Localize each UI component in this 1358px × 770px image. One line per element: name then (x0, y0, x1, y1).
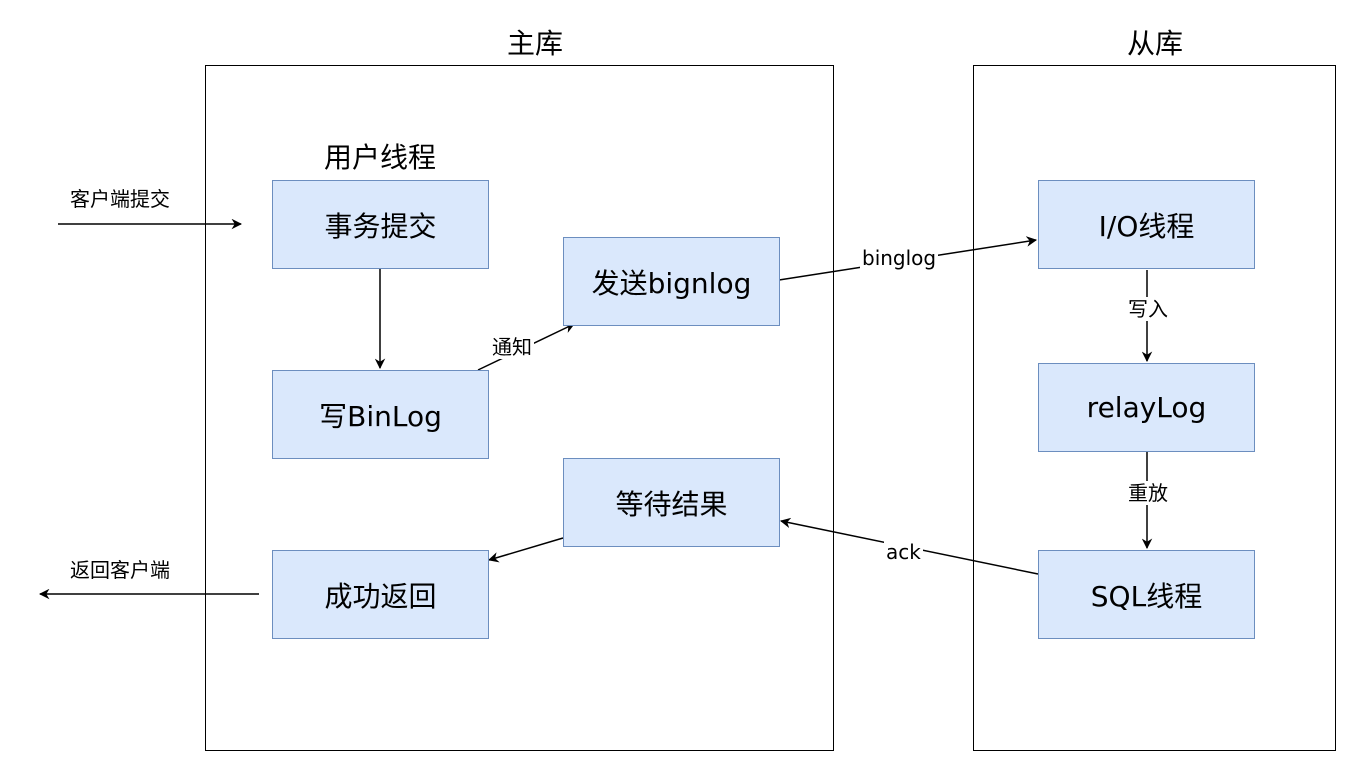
wait-to-success-arrow (487, 537, 564, 563)
io-thread-node: I/O线程 (1038, 180, 1255, 269)
send-binlog-node: 发送bignlog (563, 237, 780, 326)
replay-label: 重放 (1126, 481, 1170, 505)
write-binlog-node: 写BinLog (272, 370, 489, 459)
slave-title: 从库 (1126, 27, 1183, 60)
master-container (205, 65, 834, 751)
user-thread-label: 用户线程 (323, 141, 436, 174)
relay-log-node: relayLog (1038, 363, 1255, 452)
ack-label: ack (884, 540, 923, 564)
write-in-label: 写入 (1126, 297, 1170, 321)
binlog-label: binglog (860, 246, 939, 270)
client-commit-label: 客户端提交 (70, 187, 170, 211)
slave-container (973, 65, 1336, 751)
sql-thread-node: SQL线程 (1038, 550, 1255, 639)
success-return-node: 成功返回 (272, 550, 489, 639)
wait-result-node: 等待结果 (563, 458, 780, 547)
return-client-label: 返回客户端 (70, 558, 170, 582)
commit-node: 事务提交 (272, 180, 489, 269)
notify-label: 通知 (490, 335, 534, 359)
master-title: 主库 (506, 27, 563, 60)
